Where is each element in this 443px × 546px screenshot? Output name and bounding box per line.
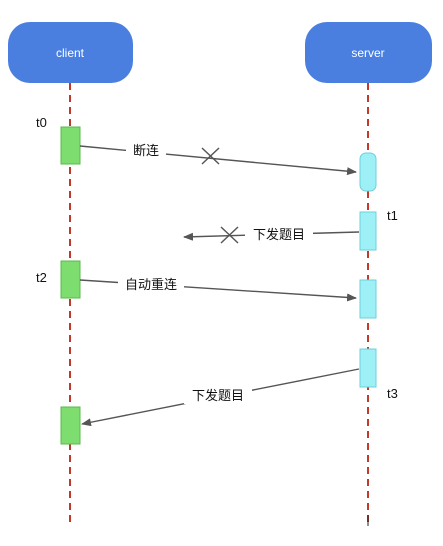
time-mark-t1: t1 [387,208,398,223]
client-header-label: client [56,46,85,60]
client-header: client [8,22,133,83]
message-auto-reconnect: 自动重连 [79,275,357,302]
message-disconnect: 断连 [79,140,357,176]
message-push-question-lost-label: 下发题目 [253,227,305,243]
server-activation-t3 [359,348,377,388]
client-activation-t0 [60,126,81,165]
server-activation-1 [359,152,377,192]
time-mark-t2: t2 [36,270,47,285]
time-mark-t0: t0 [36,115,47,130]
message-auto-reconnect-label: 自动重连 [125,277,177,293]
time-mark-t3: t3 [387,386,398,401]
server-header: server [305,22,432,83]
message-push-question-label: 下发题目 [192,388,244,404]
server-activation-t1 [359,211,377,251]
server-activation-2 [359,279,377,319]
lost-message-x-icon [220,226,239,244]
message-push-question-lost: 下发题目 [183,225,360,244]
message-disconnect-label: 断连 [133,143,159,159]
message-push-question: 下发题目 [81,368,360,427]
lost-message-x-icon [201,147,220,165]
client-activation-t2 [60,260,81,299]
client-activation-final [60,406,81,445]
server-header-label: server [351,46,384,60]
